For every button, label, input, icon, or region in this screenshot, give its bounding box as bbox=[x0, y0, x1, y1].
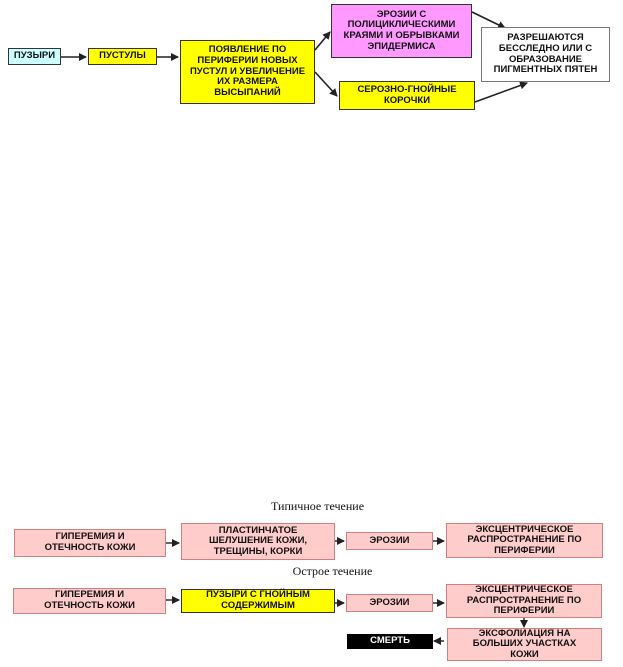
node-serous-purulent-crusts-label: СЕРОЗНО-ГНОЙНЫЕ КОРОЧКИ bbox=[357, 83, 457, 106]
node-pustules-label: ПУСТУЛЫ bbox=[99, 50, 146, 62]
typical-node-scaling: ПЛАСТИНЧАТОЕ ШЕЛУШЕНИЕ КОЖИ, ТРЕЩИНЫ, КО… bbox=[181, 523, 335, 560]
acute-course-heading: Острое течение bbox=[292, 564, 373, 578]
acute-node-eccentric-spread-label: ЭКСЦЕНТРИЧЕСКОЕ РАСПРОСТРАНЕНИЕ ПО ПЕРИФ… bbox=[466, 584, 582, 617]
node-bubbles: ПУЗЫРИ bbox=[8, 48, 61, 65]
acute-node-eccentric-spread: ЭКСЦЕНТРИЧЕСКОЕ РАСПРОСТРАНЕНИЕ ПО ПЕРИФ… bbox=[446, 584, 602, 618]
node-resolution: РАЗРЕШАЮТСЯ БЕССЛЕДНО ИЛИ С ОБРАЗОВАНИЕ … bbox=[481, 27, 610, 82]
node-serous-purulent-crusts: СЕРОЗНО-ГНОЙНЫЕ КОРОЧКИ bbox=[339, 81, 475, 110]
acute-node-exfoliation: ЭКСФОЛИАЦИЯ НА БОЛЬШИХ УЧАСТКАХ КОЖИ bbox=[447, 628, 602, 661]
node-periphery-spread-label: ПОЯВЛЕНИЕ ПО ПЕРИФЕРИИ НОВЫХ ПУСТУЛ И УВ… bbox=[189, 44, 306, 98]
node-resolution-label: РАЗРЕШАЮТСЯ БЕССЛЕДНО ИЛИ С ОБРАЗОВАНИЕ … bbox=[493, 32, 598, 76]
acute-node-purulent-bubbles-label: ПУЗЫРИ С ГНОЙНЫМ СОДЕРЖИМЫМ bbox=[206, 589, 310, 611]
typical-course-heading: Типичное течение bbox=[270, 499, 365, 513]
typical-node-hyperemia: ГИПЕРЕМИЯ И ОТЕЧНОСТЬ КОЖИ bbox=[14, 529, 166, 557]
acute-node-exfoliation-label: ЭКСФОЛИАЦИЯ НА БОЛЬШИХ УЧАСТКАХ КОЖИ bbox=[472, 627, 577, 660]
acute-node-hyperemia: ГИПЕРЕМИЯ И ОТЕЧНОСТЬ КОЖИ bbox=[13, 588, 166, 614]
typical-node-scaling-label: ПЛАСТИНЧАТОЕ ШЕЛУШЕНИЕ КОЖИ, ТРЕЩИНЫ, КО… bbox=[208, 524, 308, 557]
arrow-periphery-to-erosions bbox=[314, 31, 331, 51]
acute-node-hyperemia-label: ГИПЕРЕМИЯ И ОТЕЧНОСТЬ КОЖИ bbox=[44, 589, 135, 611]
arrow-crusts-to-resolution bbox=[474, 81, 528, 103]
typical-node-erosions: ЭРОЗИИ bbox=[346, 532, 433, 550]
acute-node-purulent-bubbles: ПУЗЫРИ С ГНОЙНЫМ СОДЕРЖИМЫМ bbox=[181, 589, 335, 613]
typical-node-eccentric-spread: ЭКСЦЕНТРИЧЕСКОЕ РАСПРОСТРАНЕНИЕ ПО ПЕРИФ… bbox=[446, 523, 603, 558]
node-erosions-polycyclic: ЭРОЗИИ С ПОЛИЦИКЛИЧЕСКИМИ КРАЯМИ И ОБРЫВ… bbox=[331, 4, 472, 58]
node-periphery-spread: ПОЯВЛЕНИЕ ПО ПЕРИФЕРИИ НОВЫХ ПУСТУЛ И УВ… bbox=[180, 40, 315, 104]
typical-node-eccentric-spread-label: ЭКСЦЕНТРИЧЕСКОЕ РАСПРОСТРАНЕНИЕ ПО ПЕРИФ… bbox=[467, 523, 582, 556]
acute-node-death: СМЕРТЬ bbox=[347, 634, 433, 649]
typical-node-erosions-label: ЭРОЗИИ bbox=[369, 534, 410, 546]
acute-node-death-label: СМЕРТЬ bbox=[370, 635, 410, 647]
arrow-periphery-to-crusts bbox=[314, 71, 338, 97]
acute-node-erosions-label: ЭРОЗИИ bbox=[369, 596, 410, 608]
typical-node-hyperemia-label: ГИПЕРЕМИЯ И ОТЕЧНОСТЬ КОЖИ bbox=[44, 531, 136, 553]
node-bubbles-label: ПУЗЫРИ bbox=[13, 50, 56, 62]
node-erosions-polycyclic-label: ЭРОЗИИ С ПОЛИЦИКЛИЧЕСКИМИ КРАЯМИ И ОБРЫВ… bbox=[343, 8, 460, 52]
acute-node-erosions: ЭРОЗИИ bbox=[346, 594, 433, 612]
arrow-erosions-to-resolution bbox=[471, 11, 506, 29]
node-pustules: ПУСТУЛЫ bbox=[88, 48, 157, 65]
